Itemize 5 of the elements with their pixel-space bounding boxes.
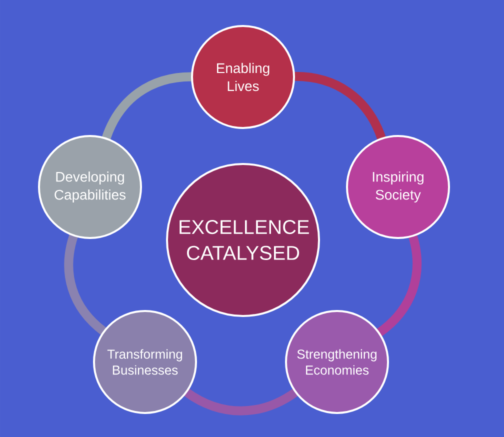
ring-arc	[102, 72, 192, 140]
ring-arc	[376, 234, 422, 336]
ring-arc	[184, 388, 298, 416]
ring-arc	[64, 234, 107, 335]
ring-arc	[294, 72, 386, 140]
